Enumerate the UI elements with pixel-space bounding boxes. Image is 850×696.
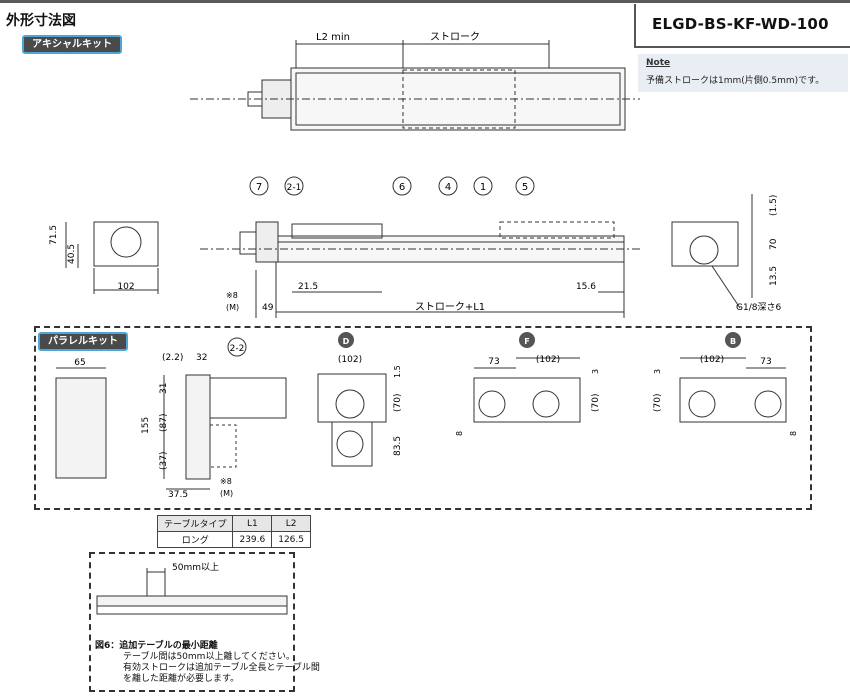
dim-49: 49 [262,303,274,313]
dim-37: (37) [159,452,169,470]
dim-13-5: 13.5 [769,266,779,286]
callout-2-1: 2-1 [287,183,302,193]
side-view-actuator [200,221,640,318]
variant-b-side2: (70) [653,394,663,412]
note-box [638,54,848,92]
callout-5: 5 [522,182,528,193]
variant-b-side3: 8 [789,431,798,436]
dim-65: 65 [74,358,85,368]
variant-f-left: 73 [488,357,499,367]
fig6-caption-line1: テーブル間は50mm以上離してください。 [123,652,295,662]
model-box [634,4,850,48]
variant-f-marker: F [524,337,529,346]
parallel-side-view [163,374,287,490]
fig6-caption-line2: 有効ストロークは追加テーブル全長とテーブル間 [123,663,320,673]
stroke-label: ストローク [430,31,480,43]
table-row: ロング 239.6 126.5 [156,531,311,548]
table-cell-l2: 126.5 [271,531,311,548]
right-end-view [671,194,753,309]
callout-1: 1 [480,182,486,193]
variant-f-view [473,357,581,423]
port-label: G1/8深さ6 [736,302,781,313]
dim-71-5: 71.5 [49,225,59,245]
l2-min-label: L2 min [316,32,350,43]
fig6-drawing [96,568,288,615]
note-text: 予備ストロークは1mm(片側0.5mm)です。 [646,76,825,86]
table-header-type: テーブルタイプ [156,515,234,532]
table-cell-type: ロング [156,531,234,548]
axial-kit-badge: アキシャルキット [22,35,122,54]
dim-21-5: 21.5 [298,282,318,292]
top-view-actuator [190,40,640,131]
table-cell-l1: 239.6 [232,531,273,548]
dim-15-6: 15.6 [576,282,596,292]
variant-b-right: 73 [760,357,771,367]
dim-1-5: (1.5) [769,195,779,216]
dim-32: 32 [196,353,207,363]
table-header-l1: L1 [232,515,273,532]
variant-d-view [317,373,387,467]
callout-4: 4 [445,182,451,193]
variant-b-side1: 3 [653,369,662,374]
variant-f-top: (102) [536,355,560,365]
fig6-caption-line3: を離した距離が必要します。 [123,674,240,684]
table-header-row: テーブルタイプ L1 L2 [156,515,311,532]
parallel-kit-frame [34,326,812,510]
dim-note-8: ※8 [226,291,238,300]
fig6-dim: 50mm以上 [172,562,219,573]
left-end-view [65,221,159,294]
variant-b-marker: B [730,337,736,346]
dim-40-5: 40.5 [67,244,77,264]
variant-f-side2: (70) [591,394,601,412]
variant-d-side1: 1.5 [393,365,402,378]
fig6-frame [89,552,295,692]
callout-2-2: 2-2 [230,344,245,354]
table-type-table: テーブルタイプ L1 L2 ロング 239.6 126.5 [156,515,311,548]
callout-7: 7 [256,182,262,193]
dim-37-5: 37.5 [168,490,188,500]
variant-f-side1: 3 [591,369,600,374]
callout-circles [227,176,535,357]
variant-b-top: (102) [700,355,724,365]
note-title: Note [646,58,671,68]
callout-6: 6 [399,182,405,193]
dim-70: 70 [769,238,779,250]
stroke-l1-label: ストローク+L1 [415,301,485,313]
model-number: ELGD-BS-KF-WD-100 [652,15,829,33]
dim-31: 31 [159,383,169,394]
dim-2-2: (2.2) [162,353,183,363]
table-header-l2: L2 [271,515,311,532]
variant-d-side3: 83.5 [393,436,403,456]
parallel-note-8: ※8 [220,477,232,486]
dim-102: 102 [117,282,134,292]
fig6-caption-head: 図6：追加テーブルの最小距離 [95,641,218,651]
dim-155: 155 [141,417,151,434]
parallel-kit-badge: パラレルキット [38,332,128,351]
dim-note-m: (M) [226,303,239,312]
fig6-caption: 図6：追加テーブルの最小距離 テーブル間は50mm以上離してください。 有効スト… [95,641,320,685]
variant-b-view [679,357,787,423]
parallel-note-m: (M) [220,489,233,498]
top-rule [0,0,850,3]
variant-d-marker: D [343,337,350,346]
variant-d-top: (102) [338,355,362,365]
variant-d-side2: (70) [393,394,403,412]
dim-87: (87) [159,414,169,432]
parallel-front-view [55,367,107,479]
variant-f-side3: 8 [455,431,464,436]
variant-markers [338,332,741,348]
page-title: 外形寸法図 [6,13,76,29]
